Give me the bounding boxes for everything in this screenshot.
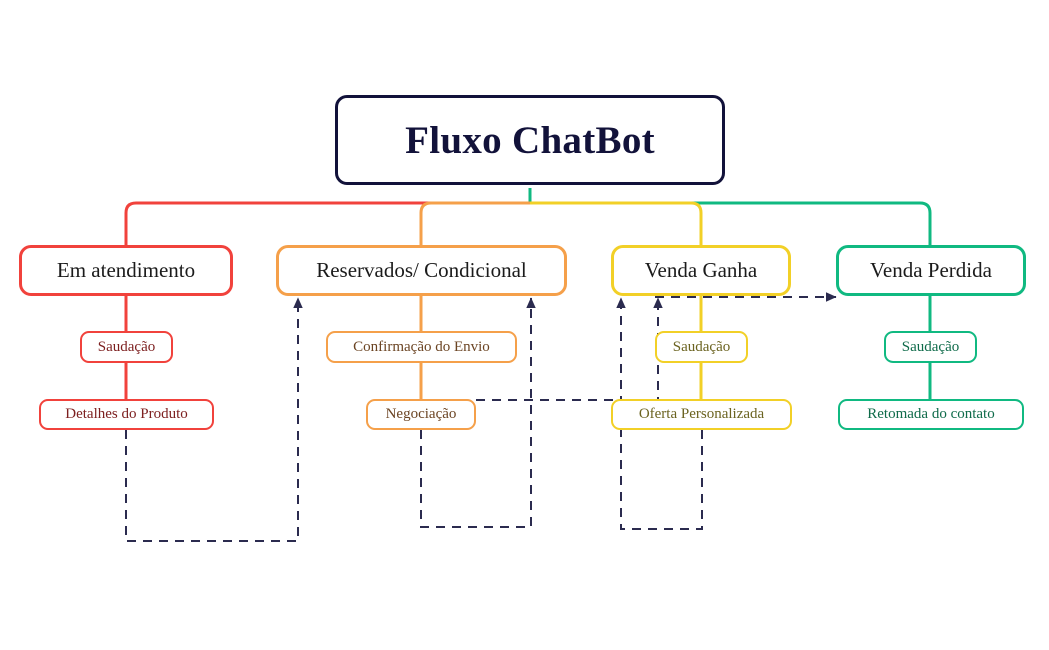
wire-rail-yellow (530, 201, 703, 245)
step-node-reservados-confirmacao[interactable]: Confirmação do Envio (326, 331, 517, 363)
title-node[interactable]: Fluxo ChatBot (335, 95, 725, 185)
branch-node-label: Reservados/ Condicional (316, 258, 527, 282)
step-node-label: Confirmação do Envio (353, 338, 490, 355)
title-node-label: Fluxo ChatBot (405, 118, 655, 162)
step-node-label: Saudação (901, 338, 960, 355)
step-node-em-atendimento-saudacao[interactable]: Saudação (80, 331, 173, 363)
step-node-label: Retomada do contato (867, 406, 995, 422)
step-node-venda-ganha-saudacao[interactable]: Saudação (655, 331, 748, 363)
wire-rail-green (530, 201, 932, 245)
step-node-venda-perdida-saudacao[interactable]: Saudação (884, 331, 977, 363)
branch-node-label: Venda Perdida (870, 258, 992, 282)
step-node-label: Saudação (672, 338, 731, 355)
step-node-label: Negociação (385, 406, 457, 422)
step-node-reservados-negociacao[interactable]: Negociação (366, 399, 476, 430)
step-node-venda-perdida-retomada[interactable]: Retomada do contato (838, 399, 1024, 430)
step-node-label: Detalhes do Produto (65, 406, 188, 422)
wire-rail-red (124, 201, 530, 245)
branch-node-venda-ganha[interactable]: Venda Ganha (611, 245, 791, 296)
step-node-venda-ganha-oferta[interactable]: Oferta Personalizada (611, 399, 792, 430)
branch-node-venda-perdida[interactable]: Venda Perdida (836, 245, 1026, 296)
branch-node-em-atendimento[interactable]: Em atendimento (19, 245, 233, 296)
step-node-label: Saudação (97, 338, 156, 355)
branch-node-reservados-condicional[interactable]: Reservados/ Condicional (276, 245, 567, 296)
step-node-em-atendimento-detalhes[interactable]: Detalhes do Produto (39, 399, 214, 430)
wire-rail-orange (419, 201, 530, 245)
branch-node-label: Venda Ganha (644, 258, 758, 282)
branch-node-label: Em atendimento (56, 258, 196, 282)
step-node-label: Oferta Personalizada (638, 406, 765, 422)
